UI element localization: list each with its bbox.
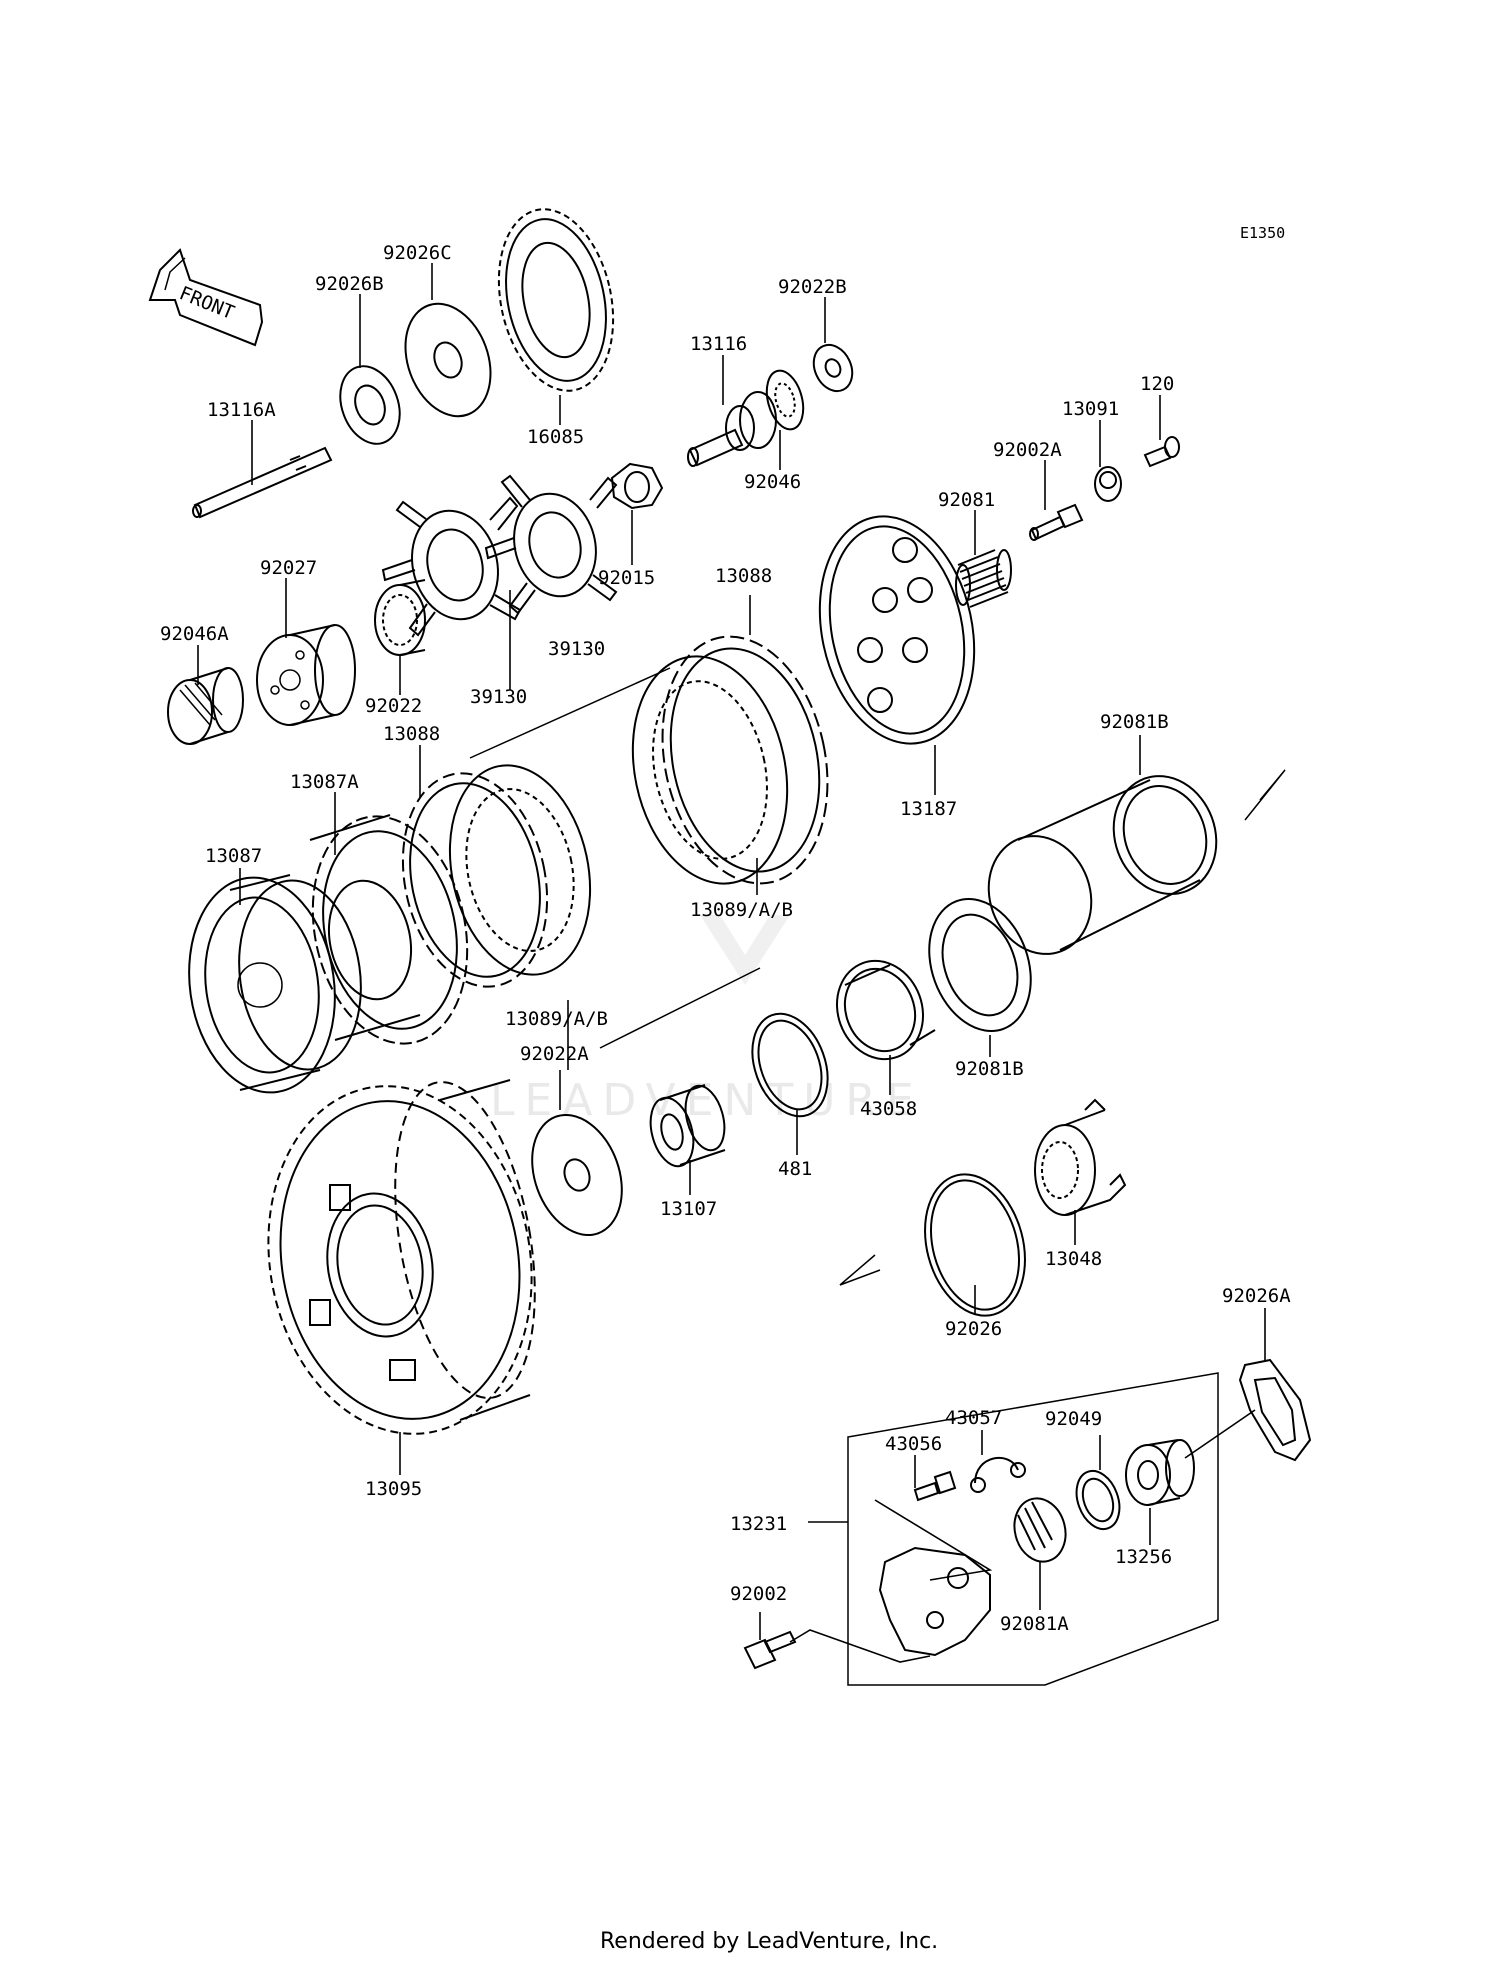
callout-13089-upper: 13089/A/B [690, 899, 793, 921]
leader-lines [197, 263, 1266, 1663]
clip-43057 [970, 1456, 1026, 1493]
callout-43058: 43058 [860, 1098, 917, 1120]
ring-92081b-lower [928, 898, 1032, 1032]
pusher-13116 [687, 391, 777, 467]
washer-92022b [812, 343, 854, 393]
clutch-hub-13087a [309, 814, 469, 1045]
callout-13088-upper: 13088 [715, 565, 772, 587]
plate-39130-a [381, 496, 522, 637]
collar-13048 [1034, 1098, 1127, 1216]
gasket-92026a [1238, 1358, 1312, 1462]
callout-92026: 92026 [945, 1318, 1002, 1340]
assembly-bracket-outline [847, 1372, 1219, 1686]
bearing-92046 [765, 369, 805, 431]
callout-43057: 43057 [945, 1407, 1002, 1429]
friction-plate-13088-left [401, 764, 592, 988]
washer-92026c [404, 302, 492, 418]
callout-92026C: 92026C [383, 242, 452, 264]
callout-92081: 92081 [938, 489, 995, 511]
callout-92022B: 92022B [778, 276, 847, 298]
callout-13048: 13048 [1045, 1248, 1102, 1270]
clutch-housing-13087 [188, 874, 362, 1094]
front-arrow-icon: FRONT [148, 248, 264, 347]
oil-seal-92049 [1075, 1469, 1121, 1531]
callout-13256: 13256 [1115, 1546, 1172, 1568]
spring-92081 [955, 549, 1012, 608]
callout-13231: 13231 [730, 1513, 787, 1535]
callout-92081B-upper: 92081B [1100, 711, 1169, 733]
callout-92026A: 92026A [1222, 1285, 1291, 1307]
washer-92022a [531, 1113, 623, 1237]
nut-92015 [610, 462, 664, 510]
callout-92027: 92027 [260, 557, 317, 579]
bushing-43058 [835, 959, 936, 1061]
callout-39130-lower: 39130 [470, 686, 527, 708]
callout-92046: 92046 [744, 471, 801, 493]
collar-13091 [1094, 466, 1122, 502]
callout-92015: 92015 [598, 567, 655, 589]
circlip-481 [751, 1012, 829, 1118]
washer-92026b [339, 365, 401, 445]
callout-43056: 43056 [885, 1433, 942, 1455]
callout-92081A: 92081A [1000, 1613, 1069, 1635]
callout-13095: 13095 [365, 1478, 422, 1500]
callout-13087A: 13087A [290, 771, 359, 793]
callout-92026B: 92026B [315, 273, 384, 295]
friction-plate-13088-right [631, 635, 829, 885]
plate-39130-b [484, 474, 618, 615]
callout-92022A: 92022A [520, 1043, 589, 1065]
pressure-plate-13187 [818, 515, 976, 745]
bolt-92002a [1029, 503, 1084, 541]
callout-92049: 92049 [1045, 1408, 1102, 1430]
collar-92027 [256, 624, 356, 726]
callout-92002: 92002 [730, 1583, 787, 1605]
callout-39130-upper: 39130 [548, 638, 605, 660]
callout-120: 120 [1140, 373, 1174, 395]
bolt-92002 [743, 1630, 797, 1670]
ring-92026 [839, 1173, 1026, 1317]
collar-92022 [374, 579, 426, 656]
callout-92022: 92022 [365, 695, 422, 717]
callout-16085: 16085 [527, 426, 584, 448]
callout-92046A: 92046A [160, 623, 229, 645]
callout-13116A: 13116A [207, 399, 276, 421]
callout-92002A: 92002A [993, 439, 1062, 461]
callout-13116: 13116 [690, 333, 747, 355]
pushrod-13116a [192, 446, 333, 519]
diagram-code: E1350 [1240, 224, 1285, 242]
fitting-43056 [913, 1470, 957, 1502]
callout-13087: 13087 [205, 845, 262, 867]
watermark-text: LEADVENTURE [490, 1075, 924, 1126]
callout-13187: 13187 [900, 798, 957, 820]
piston-13256 [1125, 1439, 1195, 1506]
cover-13231 [878, 1546, 991, 1657]
footer-credit: Rendered by LeadVenture, Inc. [600, 1929, 938, 1954]
hub-13107 [649, 1084, 726, 1168]
callout-92081B-lower: 92081B [955, 1058, 1024, 1080]
screw-120 [1143, 436, 1180, 468]
callout-13088-lower: 13088 [383, 723, 440, 745]
callout-13089-lower: 13089/A/B [505, 1008, 608, 1030]
gear-16085 [497, 208, 615, 392]
callout-13091: 13091 [1062, 398, 1119, 420]
needle-bearing-92046a [167, 667, 244, 745]
callout-481: 481 [778, 1158, 812, 1180]
sleeve-92081b-upper [987, 769, 1286, 955]
primary-gear-13095 [267, 1079, 536, 1435]
boot-92081a [1013, 1497, 1067, 1563]
callout-13107: 13107 [660, 1198, 717, 1220]
